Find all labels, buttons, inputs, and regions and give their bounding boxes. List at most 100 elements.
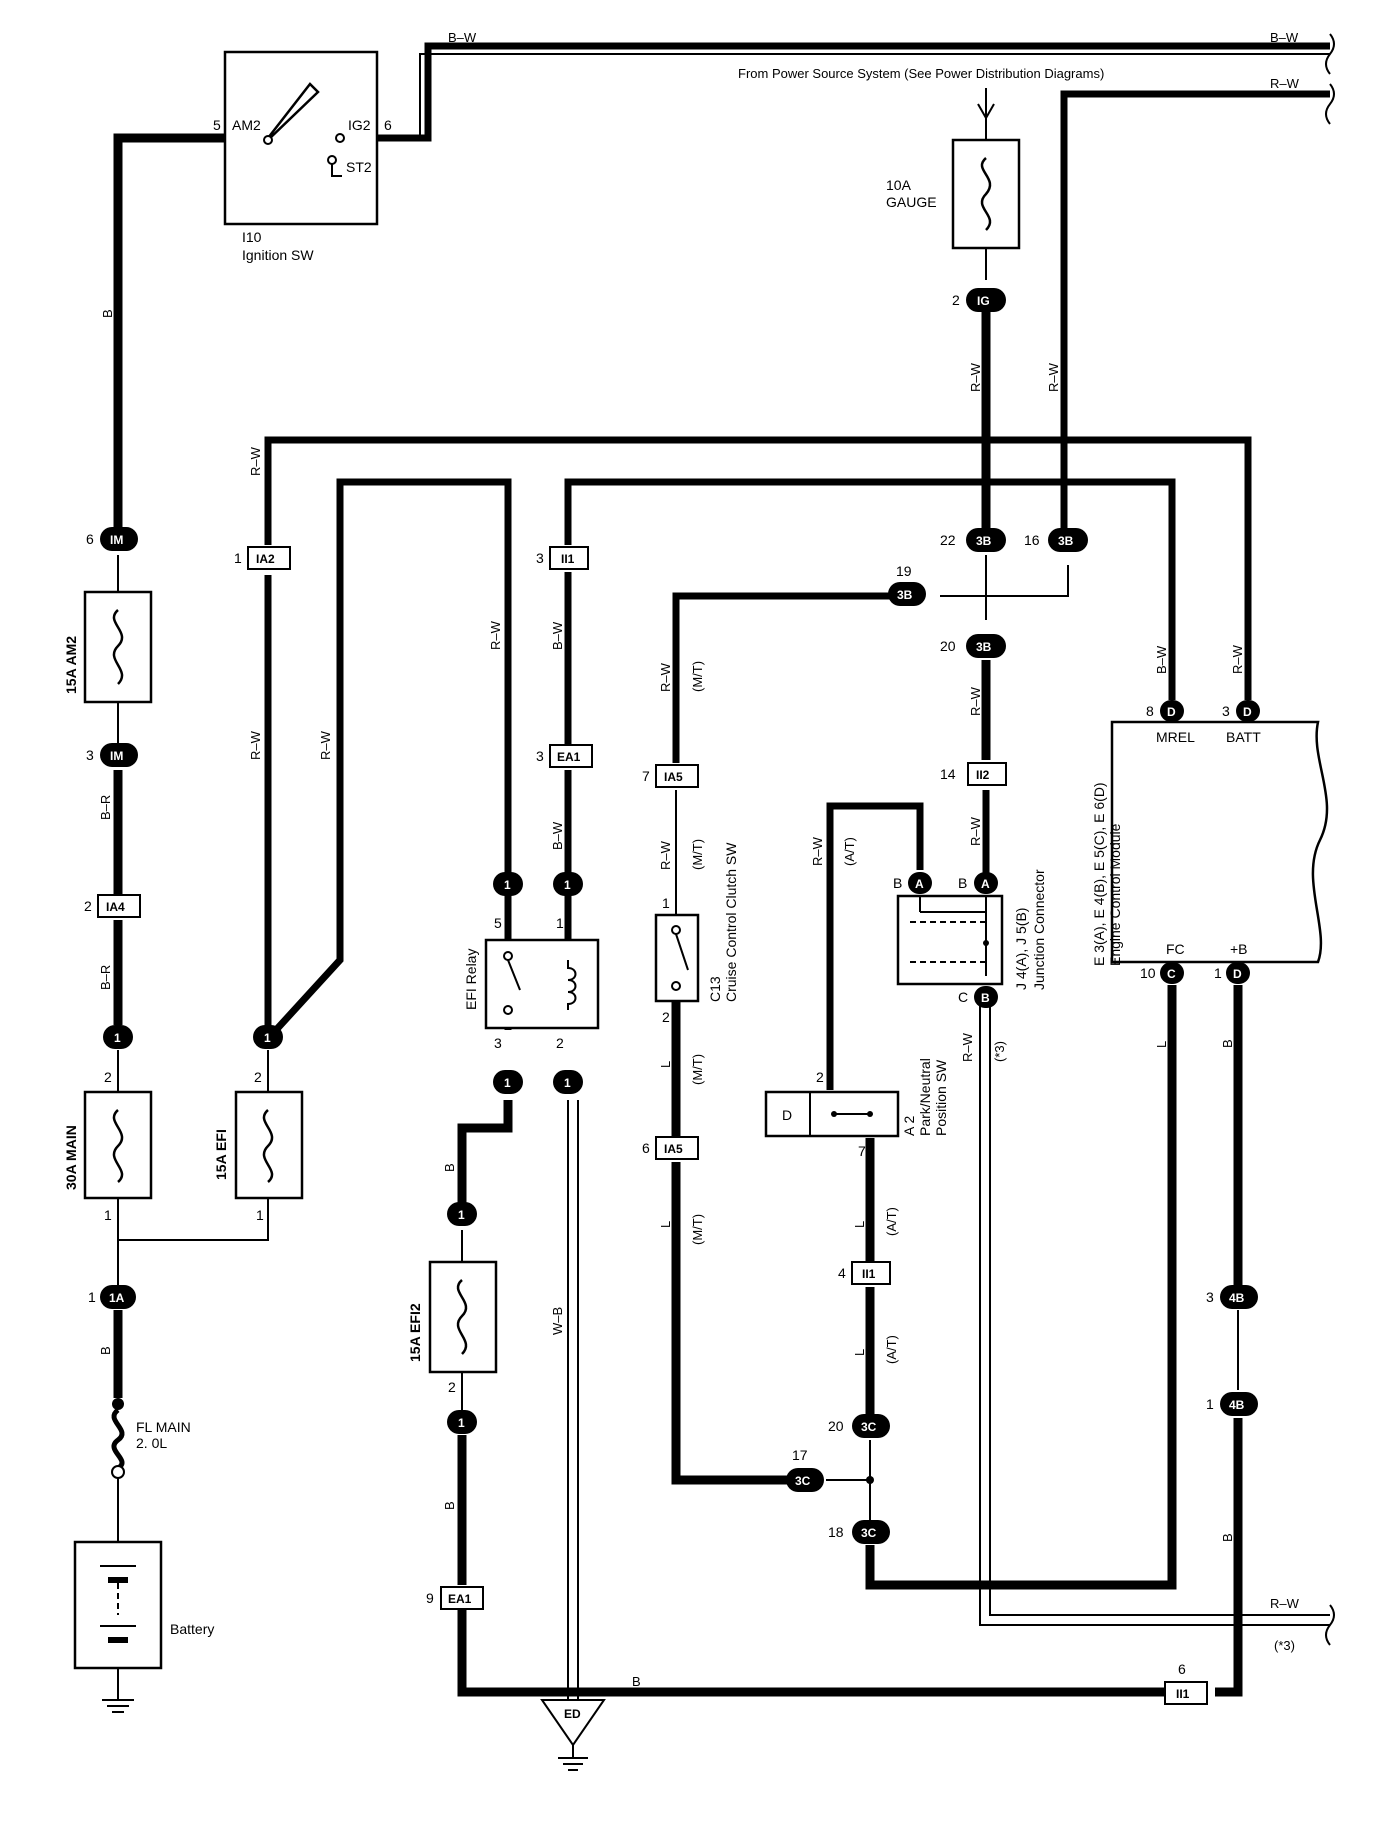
- wire-end-wave-2: [1325, 83, 1335, 125]
- pin-4-ii1: 4: [838, 1265, 846, 1281]
- pin-22-3b: 22: [940, 532, 956, 548]
- fuse-gauge: 10A GAUGE: [886, 138, 1021, 250]
- svg-text:3B: 3B: [976, 640, 992, 654]
- pnp-switch: D A 2 Park/Neutral Position SW: [764, 1058, 949, 1138]
- svg-text:1: 1: [504, 878, 511, 892]
- ground-icon-battery: [102, 1699, 134, 1713]
- pin-6-ii1: 6: [1178, 1661, 1186, 1677]
- fuse-gauge-name: GAUGE: [886, 194, 937, 210]
- pin-1-main: 1: [104, 1207, 112, 1223]
- ecm-fc: FC: [1166, 941, 1185, 957]
- svg-text:IM: IM: [110, 749, 123, 763]
- pin-1-efi: 1: [256, 1207, 264, 1223]
- conn-jc-a-right: A B: [958, 872, 998, 894]
- svg-text:D: D: [1243, 705, 1252, 719]
- conn-ia5-bottom: IA5 6: [642, 1136, 699, 1160]
- label-b-1a: B: [98, 1346, 113, 1355]
- wire-r-w-efi-loop: [273, 478, 512, 1033]
- wire-r-w-loop-1: [264, 436, 1252, 700]
- conn-3b-19: 3B 19: [888, 563, 926, 606]
- conn-1a: 1A 1: [88, 1285, 136, 1309]
- wire-relay-out: [457, 1100, 513, 1205]
- label-r-w-relay: R–W: [488, 620, 503, 650]
- label-b-w-top-right: B–W: [1270, 30, 1299, 45]
- svg-text:II1: II1: [862, 1267, 876, 1281]
- jc-pin-c: C: [958, 989, 968, 1005]
- battery: Battery: [73, 1540, 214, 1670]
- svg-text:IA2: IA2: [256, 552, 275, 566]
- conn-3c-17: 3C 17: [786, 1447, 824, 1492]
- conn-ecm-d-batt: D 3: [1222, 700, 1260, 722]
- label-mt-19: (M/T): [690, 661, 705, 692]
- efi-relay: EFI Relay: [463, 938, 600, 1030]
- ecm-plus-b: +B: [1230, 941, 1248, 957]
- label-at-ii1: (A/T): [884, 1335, 899, 1364]
- pin-2-ia4: 2: [84, 898, 92, 914]
- svg-text:1: 1: [458, 1416, 465, 1430]
- svg-text:A: A: [915, 877, 924, 891]
- pin-3-batt: 3: [1222, 703, 1230, 719]
- label-r-w-loop: R–W: [248, 446, 263, 476]
- ecm-box: MREL BATT FC +B E 3(A), E 4(B), E 5(C), …: [1091, 720, 1329, 966]
- fuse-efi2: 15A EFI2: [407, 1260, 498, 1374]
- clutch-switch: C13 Cruise Control Clutch SW: [654, 842, 739, 1003]
- svg-text:3B: 3B: [897, 588, 913, 602]
- pin-1-ia2: 1: [234, 550, 242, 566]
- conn-3c-18: 3C 18: [828, 1520, 890, 1544]
- ecm-batt: BATT: [1226, 729, 1261, 745]
- svg-text:IG: IG: [977, 294, 990, 308]
- pnp-d: D: [782, 1107, 792, 1123]
- conn-ea1-top: EA1 3: [536, 744, 593, 768]
- label-r-w-19: R–W: [658, 662, 673, 692]
- wire-b-w-loop: [564, 478, 1176, 700]
- label-b-w-top-left: B–W: [448, 30, 477, 45]
- jc-pin-b-right: B: [958, 875, 967, 891]
- conn-3b-22: 3B 22: [940, 528, 1006, 552]
- label-b-bottom: B: [632, 1674, 641, 1689]
- label-r-w-3b20: R–W: [968, 686, 983, 716]
- svg-text:II1: II1: [561, 552, 575, 566]
- conn-1-efi: 1: [253, 1025, 283, 1049]
- svg-text:4B: 4B: [1229, 1398, 1245, 1412]
- label-r-w-right: R–W: [1046, 362, 1061, 392]
- label-b-r-2: B–R: [98, 965, 113, 990]
- conn-1-relay-right: 1: [553, 872, 583, 896]
- pin-2-relay: 2: [556, 1035, 564, 1051]
- conn-1-relay-out-left: 1: [493, 1070, 523, 1094]
- fuse-efi2-label: 15A EFI2: [407, 1303, 423, 1362]
- wire-r-w-19-ia5: [672, 592, 900, 763]
- conn-im-bottom: IM 3: [86, 743, 138, 767]
- fuse-am2: 15A AM2: [63, 590, 153, 704]
- ecm-name: Engine Control Module: [1107, 823, 1123, 966]
- label-l-clutch: L: [658, 1061, 673, 1068]
- pin-20-3c: 20: [828, 1418, 844, 1434]
- wire-r-w-star3: [979, 1005, 1330, 1626]
- svg-text:D: D: [1167, 705, 1176, 719]
- conn-ii1-mid: II1 4: [838, 1261, 891, 1285]
- pin-7-pnp: 7: [858, 1143, 866, 1159]
- junction-connector: J 4(A), J 5(B) Junction Connector: [896, 869, 1047, 990]
- clutch-sw-id: C13: [707, 976, 723, 1002]
- pin-3-relay: 3: [494, 1035, 502, 1051]
- pin-1-1a: 1: [88, 1289, 96, 1305]
- conn-ii1-bottom: II1 6: [1164, 1661, 1208, 1705]
- pin-14-ii2: 14: [940, 766, 956, 782]
- svg-text:1: 1: [504, 1076, 511, 1090]
- fuse-efi: 15A EFI: [213, 1090, 304, 1200]
- svg-text:II2: II2: [976, 768, 990, 782]
- conn-1-main: 1: [103, 1025, 133, 1049]
- svg-text:A: A: [981, 877, 990, 891]
- conn-3b-16: 3B 16: [1024, 528, 1088, 552]
- svg-text:EA1: EA1: [557, 750, 581, 764]
- pin-2-ig: 2: [952, 292, 960, 308]
- label-r-w-efi-loop: R–W: [318, 730, 333, 760]
- svg-text:C: C: [1167, 967, 1176, 981]
- pin-20-3b: 20: [940, 638, 956, 654]
- label-r-w-star3-right: R–W: [1270, 1596, 1300, 1611]
- label-at-jc-a: (A/T): [842, 837, 857, 866]
- label-l-fc: L: [1154, 1041, 1169, 1048]
- svg-text:1: 1: [564, 878, 571, 892]
- svg-text:1: 1: [564, 1076, 571, 1090]
- conn-ea1-bottom: EA1 9: [426, 1586, 484, 1610]
- svg-text:IM: IM: [110, 533, 123, 547]
